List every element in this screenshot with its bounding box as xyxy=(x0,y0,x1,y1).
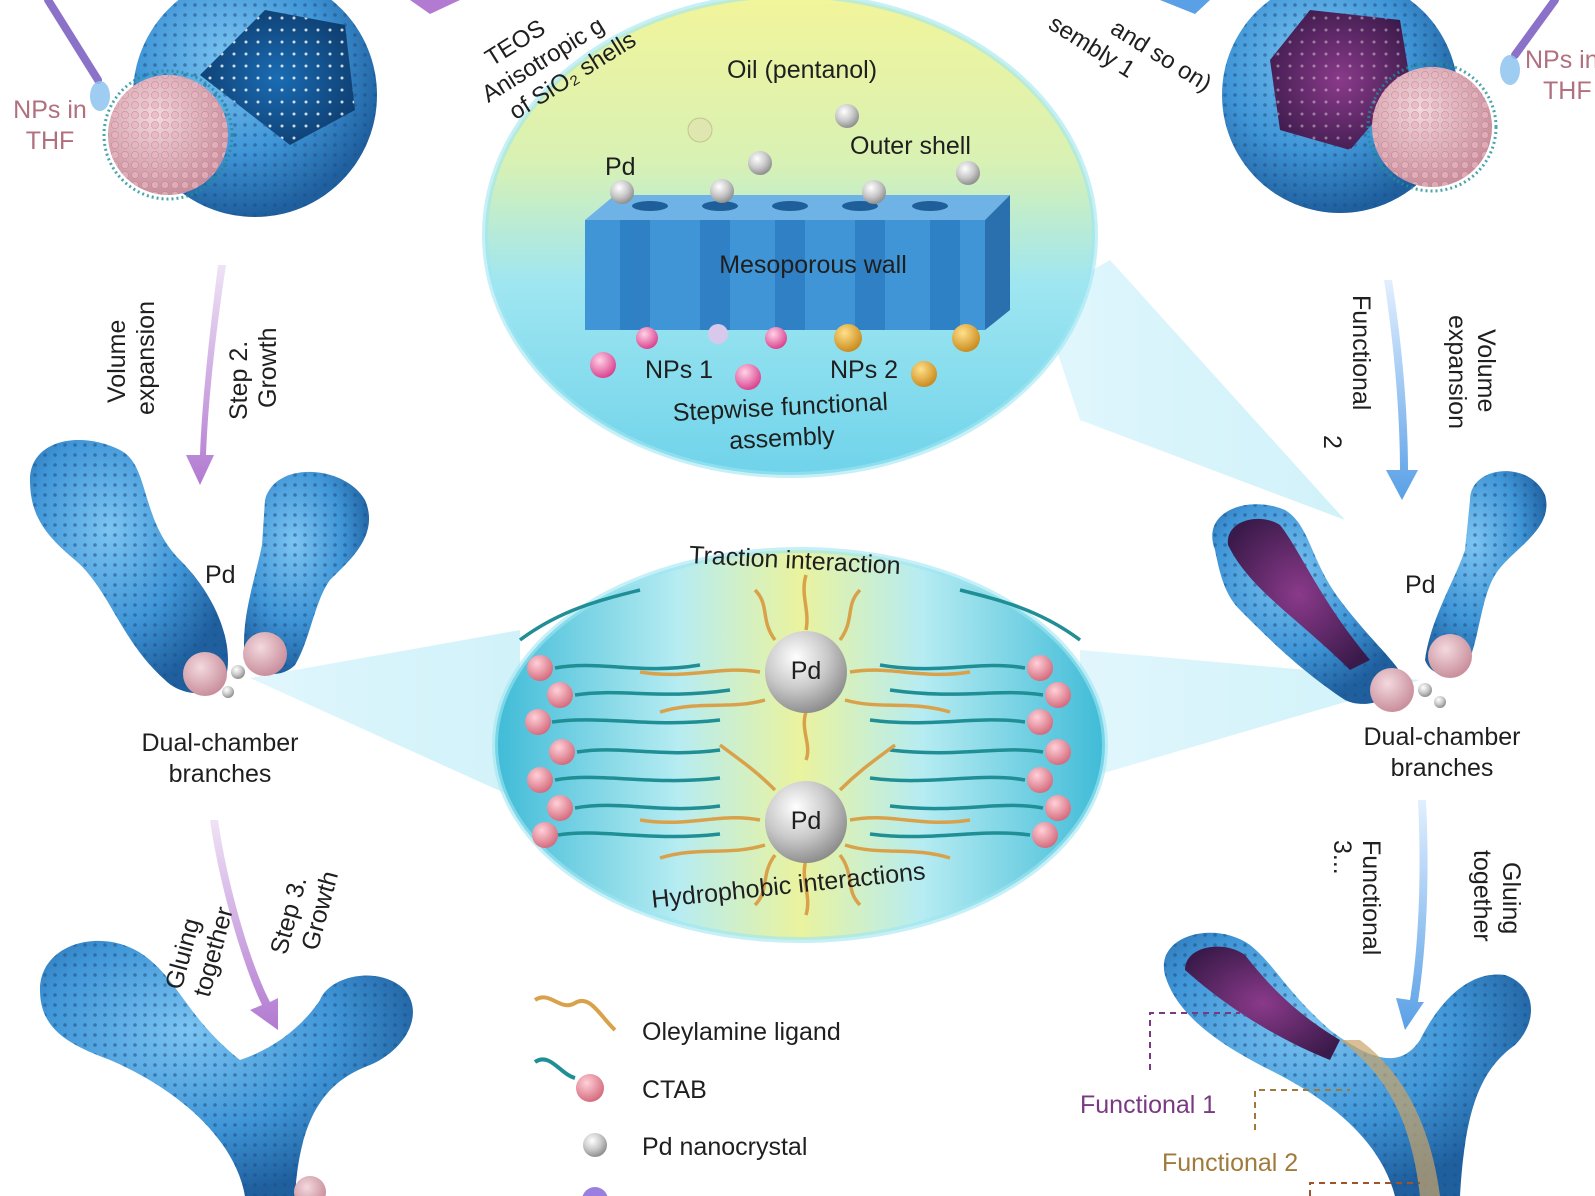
legend-item-ctab: CTAB xyxy=(530,1070,707,1110)
legend-spacer xyxy=(530,1070,620,1110)
label-line: branches xyxy=(1390,754,1494,783)
label-pd-mid-2: Pd xyxy=(790,807,822,835)
pd-nanocrystal-2 xyxy=(765,781,847,863)
nps1-particles xyxy=(590,324,787,390)
label-line: Volume xyxy=(103,319,131,403)
y-structure-right xyxy=(1149,932,1532,1196)
label-nps-2: NPs 2 xyxy=(830,356,899,384)
arrow-top-left xyxy=(410,0,460,14)
nps2-particles xyxy=(834,324,980,387)
legend-symbols xyxy=(533,995,617,1196)
label-line: Functional xyxy=(1347,295,1375,411)
legend-oleylamine-symbol xyxy=(533,995,617,1032)
label-nps-in-thf-left: NPs in THF xyxy=(10,95,90,158)
ctab-cluster-right xyxy=(1027,655,1071,848)
hollow-sphere-top-left xyxy=(102,0,377,217)
legend-ctab-tail xyxy=(533,1057,576,1080)
label-volume-expansion-right: Volume expansion xyxy=(1443,315,1500,429)
callout-functional3-line xyxy=(1309,1182,1420,1196)
label-line: Growth xyxy=(253,327,282,408)
label-line: Gluing xyxy=(1497,862,1525,935)
label-nps-1: NPs 1 xyxy=(645,356,714,384)
label-line: THF xyxy=(1543,77,1592,106)
arrow-step2-left xyxy=(186,265,226,485)
label-nps-in-thf-right: NPs in THF xyxy=(1525,45,1595,108)
bubble-stepwise-assembly xyxy=(482,0,1098,478)
label-pd-mid-1: Pd xyxy=(790,657,822,685)
label-line: expansion xyxy=(1443,315,1472,429)
legend-partial-symbol xyxy=(582,1187,608,1196)
oleylamine-ligands xyxy=(639,574,971,916)
label-functional-1: Functional 1 xyxy=(1080,1091,1217,1119)
legend-label-pd: Pd nanocrystal xyxy=(642,1132,808,1161)
label-functional3-right: Functional 3... xyxy=(1328,840,1385,956)
label-mesoporous-wall: Mesoporous wall xyxy=(719,251,907,279)
legend-pd-symbol xyxy=(583,1133,607,1157)
arrow-step3-right xyxy=(1396,800,1428,1030)
dual-chamber-branches-right xyxy=(1212,471,1547,712)
label-line: NPs in xyxy=(13,96,87,124)
legend-spacer xyxy=(530,1012,620,1052)
label-line: Dual-chamber xyxy=(1363,723,1521,751)
legend-label-ctab: CTAB xyxy=(642,1075,707,1104)
arrow-step2-right xyxy=(1384,280,1418,500)
callout-functional1-line xyxy=(1149,1012,1240,1070)
label-functional-2: Functional 2 xyxy=(1162,1149,1299,1177)
dual-chamber-branches-left xyxy=(30,440,370,698)
label-pd-right: Pd xyxy=(1405,571,1436,599)
arrow-step3-left xyxy=(210,820,278,1030)
pipette-left xyxy=(44,0,110,111)
mesoporous-wall-block xyxy=(585,195,1010,330)
label-line: NPs in xyxy=(1525,46,1595,74)
ctab-cluster-left xyxy=(525,655,575,848)
label-line: 3... xyxy=(1328,840,1357,875)
label-oil-pentanol: Oil (pentanol) xyxy=(726,56,878,84)
legend-item-pd-nanocrystal: Pd nanocrystal xyxy=(530,1127,807,1167)
label-line: THF xyxy=(25,127,75,156)
y-structure-left xyxy=(40,940,413,1196)
bubble-interactions xyxy=(492,547,1108,943)
label-line: Dual-chamber xyxy=(141,729,299,757)
legend-label-oleylamine: Oleylamine ligand xyxy=(642,1017,841,1046)
label-functional2-right: Functional 2 xyxy=(1318,295,1375,449)
label-pd-top: Pd xyxy=(605,153,636,181)
pd-nanocrystal-1 xyxy=(765,631,847,713)
label-line: branches xyxy=(168,760,272,789)
legend-ctab-head xyxy=(576,1074,604,1102)
label-step2-growth-left: Step 2. Growth xyxy=(225,327,283,420)
arrow-top-right xyxy=(1160,0,1210,14)
legend-item-oleylamine: Oleylamine ligand xyxy=(530,1012,841,1052)
label-pd-left: Pd xyxy=(205,561,236,589)
label-line: together xyxy=(1468,850,1497,942)
ctab-tails xyxy=(518,588,1082,839)
callout-functional2-line xyxy=(1254,1089,1350,1130)
label-dual-chamber-left: Dual-chamber branches xyxy=(141,728,298,791)
label-stepwise-assembly: Stepwise functional assembly xyxy=(672,387,890,461)
label-line: 2 xyxy=(1318,435,1347,449)
label-line: Volume xyxy=(1472,329,1500,413)
label-line: expansion xyxy=(131,301,160,415)
beam-mid-left xyxy=(250,630,520,800)
legend-spacer xyxy=(530,1127,620,1167)
label-dual-chamber-right: Dual-chamber branches xyxy=(1363,722,1520,785)
pipette-right xyxy=(1500,0,1559,85)
label-line: Step 2. xyxy=(225,340,253,420)
label-volume-expansion-left: Volume expansion xyxy=(103,301,161,415)
beam-top-right xyxy=(1040,260,1345,520)
label-line: Functional xyxy=(1357,840,1385,956)
pd-particles-top xyxy=(610,104,980,204)
label-outer-shell: Outer shell xyxy=(850,132,971,160)
hollow-sphere-top-right xyxy=(1222,0,1498,213)
label-gluing-together-right: Gluing together xyxy=(1468,850,1525,942)
